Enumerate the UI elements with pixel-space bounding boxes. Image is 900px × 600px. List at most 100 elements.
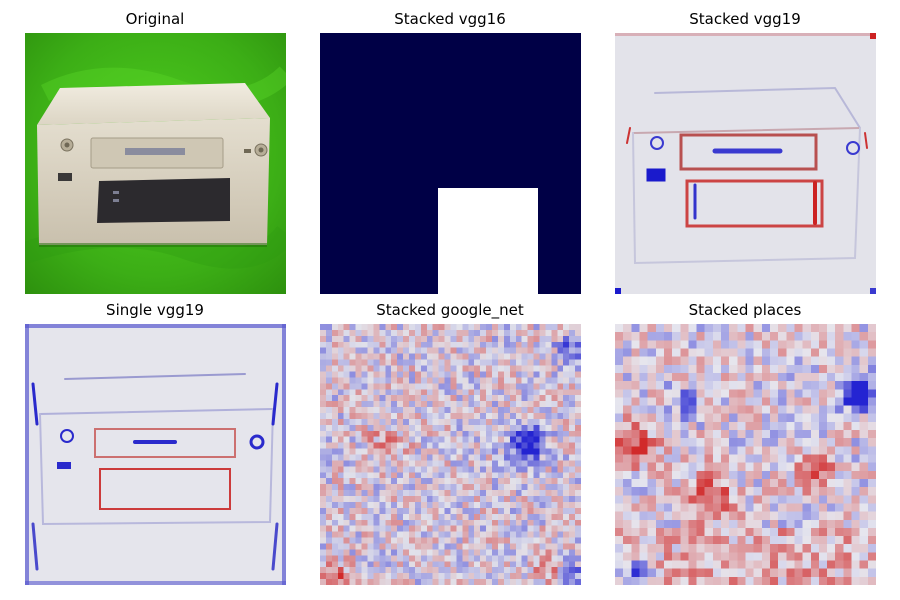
heatmap-cell [737, 332, 747, 341]
heatmap-cell [737, 511, 747, 521]
heatmap-cell [545, 412, 552, 420]
heatmap-cell [647, 487, 657, 496]
heatmap-cell [468, 561, 475, 568]
heatmap-cell [655, 421, 665, 431]
heatmap-cell [704, 430, 714, 439]
heatmap-cell [391, 478, 398, 485]
heatmap-cell [355, 513, 363, 521]
heatmap-cell [521, 341, 529, 349]
heatmap-cell [492, 371, 499, 378]
heatmap-cell [647, 405, 657, 415]
heatmap-cell [474, 537, 481, 545]
heatmap-cell [539, 537, 547, 545]
heatmap-cell [647, 454, 657, 464]
heatmap-cell [414, 537, 422, 545]
heatmap-cell [859, 348, 869, 358]
heatmap-cell [444, 371, 452, 378]
heatmap-cell [557, 507, 564, 515]
heatmap-cell [355, 442, 363, 450]
heatmap-cell [325, 407, 333, 414]
heatmap-cell [503, 507, 511, 515]
heatmap-cell [563, 466, 570, 473]
heatmap-cell [492, 341, 499, 349]
heatmap-cell [509, 347, 517, 355]
heatmap-cell [367, 430, 374, 438]
heatmap-cell [331, 412, 339, 420]
heatmap-cell [810, 454, 820, 464]
heatmap-cell [794, 430, 804, 439]
heatmap-cell [680, 527, 690, 537]
heatmap-cell [492, 430, 499, 438]
heatmap-cell [721, 544, 730, 553]
heatmap-cell [343, 371, 351, 378]
heatmap-cell [778, 381, 787, 390]
heatmap-cell [486, 448, 493, 456]
heatmap-cell [515, 383, 523, 390]
heatmap-cell [450, 573, 458, 580]
heatmap-cell [361, 412, 369, 420]
heatmap-cell [867, 438, 876, 447]
heatmap-cell [851, 389, 861, 399]
heatmap-cell [810, 340, 820, 350]
heatmap-cell [509, 579, 517, 585]
heatmap-cell [615, 364, 624, 374]
heatmap-cell [827, 560, 836, 570]
heatmap-cell [408, 365, 416, 373]
heatmap-cell [468, 549, 475, 556]
heatmap-cell [569, 507, 576, 515]
heatmap-cell [474, 525, 481, 533]
panel-title-stacked-vgg16: Stacked vgg16 [394, 10, 506, 28]
heatmap-cell [343, 496, 351, 503]
heatmap-cell [721, 421, 730, 431]
heatmap-cell [794, 478, 804, 488]
heatmap-cell [527, 436, 535, 444]
heatmap-cell [769, 462, 779, 472]
heatmap-cell [432, 442, 440, 450]
heatmap-cell [761, 503, 771, 513]
heatmap-cell [468, 525, 475, 533]
heatmap-cell [438, 365, 446, 373]
heatmap-cell [355, 418, 363, 426]
heatmap-cell [827, 568, 836, 578]
heatmap-cell [468, 478, 475, 485]
heatmap-cell [696, 511, 706, 521]
heatmap-cell [680, 511, 690, 521]
heatmap-cell [414, 418, 422, 426]
heatmap-cell [753, 462, 763, 472]
heatmap-cell [712, 511, 722, 521]
heatmap-cell [320, 389, 327, 396]
heatmap-cell [712, 348, 722, 358]
heatmap-cell [331, 484, 339, 491]
heatmap-cell [391, 448, 398, 456]
heatmap-cell [391, 341, 398, 349]
heatmap-cell [527, 466, 535, 473]
heatmap-cell [802, 568, 812, 578]
heatmap-cell [521, 329, 529, 337]
heatmap-cell [468, 567, 475, 574]
heatmap-cell [680, 372, 690, 382]
heatmap-cell [545, 561, 552, 568]
heatmap-cell [420, 412, 428, 420]
heatmap-cell [712, 413, 722, 423]
heatmap-cell [503, 329, 511, 337]
heatmap-cell [835, 438, 844, 447]
heatmap-cell [851, 544, 861, 553]
heatmap-cell [615, 519, 624, 529]
heatmap-cell [704, 413, 714, 423]
heatmap-cell [509, 484, 517, 491]
heatmap-cell [521, 389, 529, 396]
heatmap-cell [859, 552, 869, 562]
heatmap-cell [486, 501, 493, 509]
heatmap-cell [551, 501, 558, 509]
heatmap-cell [761, 356, 771, 366]
heatmap-cell [480, 407, 487, 414]
heatmap-cell [403, 478, 410, 485]
heatmap-cell [438, 519, 446, 527]
heatmap-cell [569, 365, 576, 373]
heatmap-cell [474, 531, 481, 539]
heatmap-cell [349, 436, 357, 444]
heatmap-cell [403, 490, 410, 497]
heatmap-cell [385, 519, 392, 527]
heatmap-cell [563, 341, 570, 349]
heatmap-cell [492, 525, 499, 533]
